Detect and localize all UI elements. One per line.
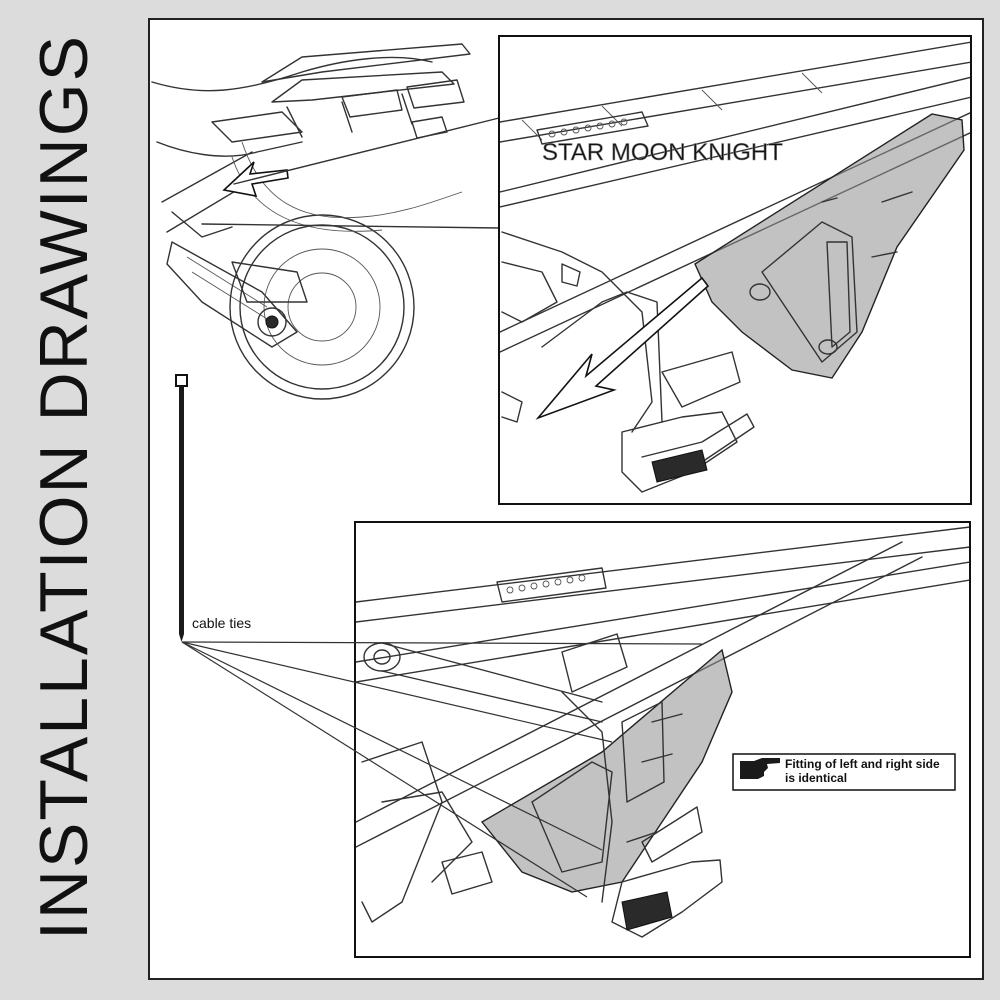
cable-tie-leader-lines	[181, 641, 703, 898]
installation-diagram: STAR MOON KNIGHT cable ties	[151, 35, 972, 958]
page-title: INSTALLATION DRAWINGS	[26, 34, 102, 940]
detail-panel-top: STAR MOON KNIGHT	[498, 35, 972, 505]
fender-part-top	[694, 113, 965, 379]
watermark-text: STAR MOON KNIGHT	[542, 139, 783, 166]
note-line-2: is identical	[785, 771, 847, 785]
perforations-bottom	[506, 574, 586, 594]
pointing-hand-icon	[740, 758, 780, 779]
cable-tie-icon	[175, 374, 188, 642]
drawing-sheet: STAR MOON KNIGHT cable ties	[148, 18, 984, 980]
detail-panel-bottom: Fitting of left and right side is identi…	[354, 521, 971, 958]
note-line-1: Fitting of left and right side	[785, 757, 940, 771]
perforations-top	[548, 118, 628, 138]
direction-arrow	[535, 276, 710, 420]
overview-motorcycle-rear	[151, 43, 471, 400]
cable-ties-label: cable ties	[192, 615, 251, 631]
